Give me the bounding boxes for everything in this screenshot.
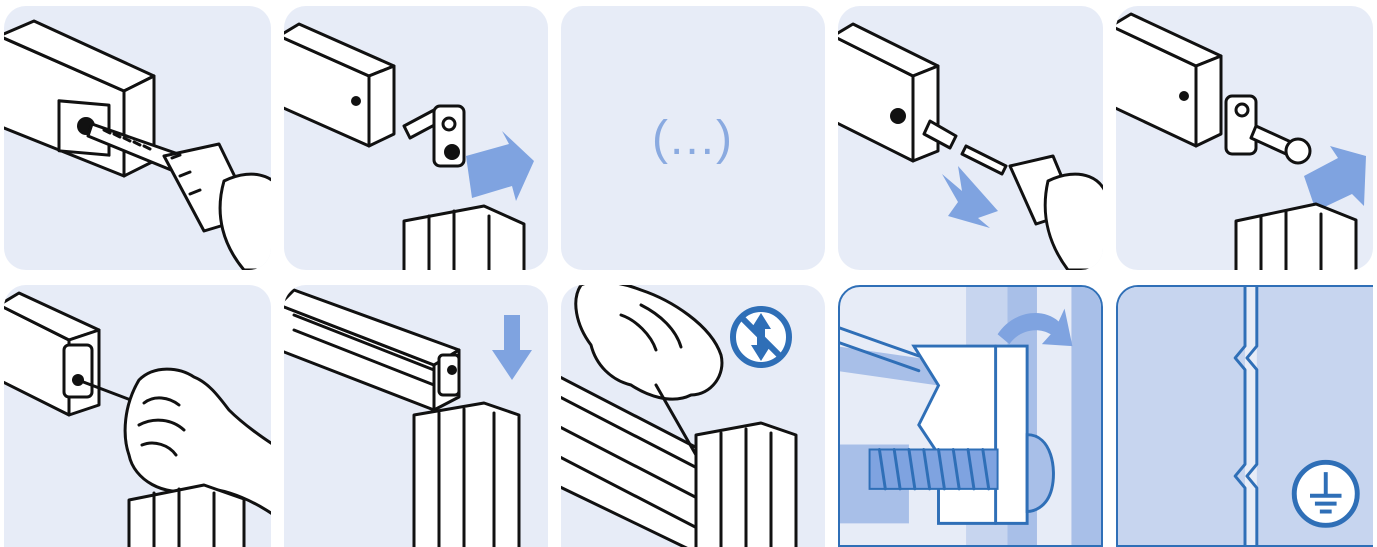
step-1-tap-thread-panel (4, 6, 271, 270)
ground-earth-icon (1294, 462, 1357, 525)
step-5-connector-screw-panel (1116, 6, 1373, 270)
step-10-ground-panel (1116, 285, 1373, 547)
step-9-connector-detail-panel (838, 285, 1103, 547)
ground-detail-illustration (1118, 287, 1373, 545)
step-4-pin-insert-panel (838, 6, 1103, 270)
connector-insert-illustration (284, 6, 548, 270)
profile-tapping-illustration (4, 6, 271, 270)
profile-assembly-illustration (284, 285, 548, 547)
press-fit-illustration (561, 285, 825, 547)
connector-screw-illustration (1116, 6, 1373, 270)
connector-detail-illustration (840, 287, 1101, 545)
step-6-tighten-hex-key-panel (4, 285, 271, 547)
step-3-ellipsis-panel: (...) (561, 6, 825, 270)
no-vertical-movement-icon (733, 309, 789, 365)
step-2-insert-connector-panel (284, 6, 548, 270)
pin-insert-illustration (838, 6, 1103, 270)
hand-hex-key-illustration (4, 285, 271, 547)
ellipsis-text: (...) (561, 6, 825, 270)
step-8-press-fit-panel (561, 285, 825, 547)
step-7-assemble-profiles-panel (284, 285, 548, 547)
